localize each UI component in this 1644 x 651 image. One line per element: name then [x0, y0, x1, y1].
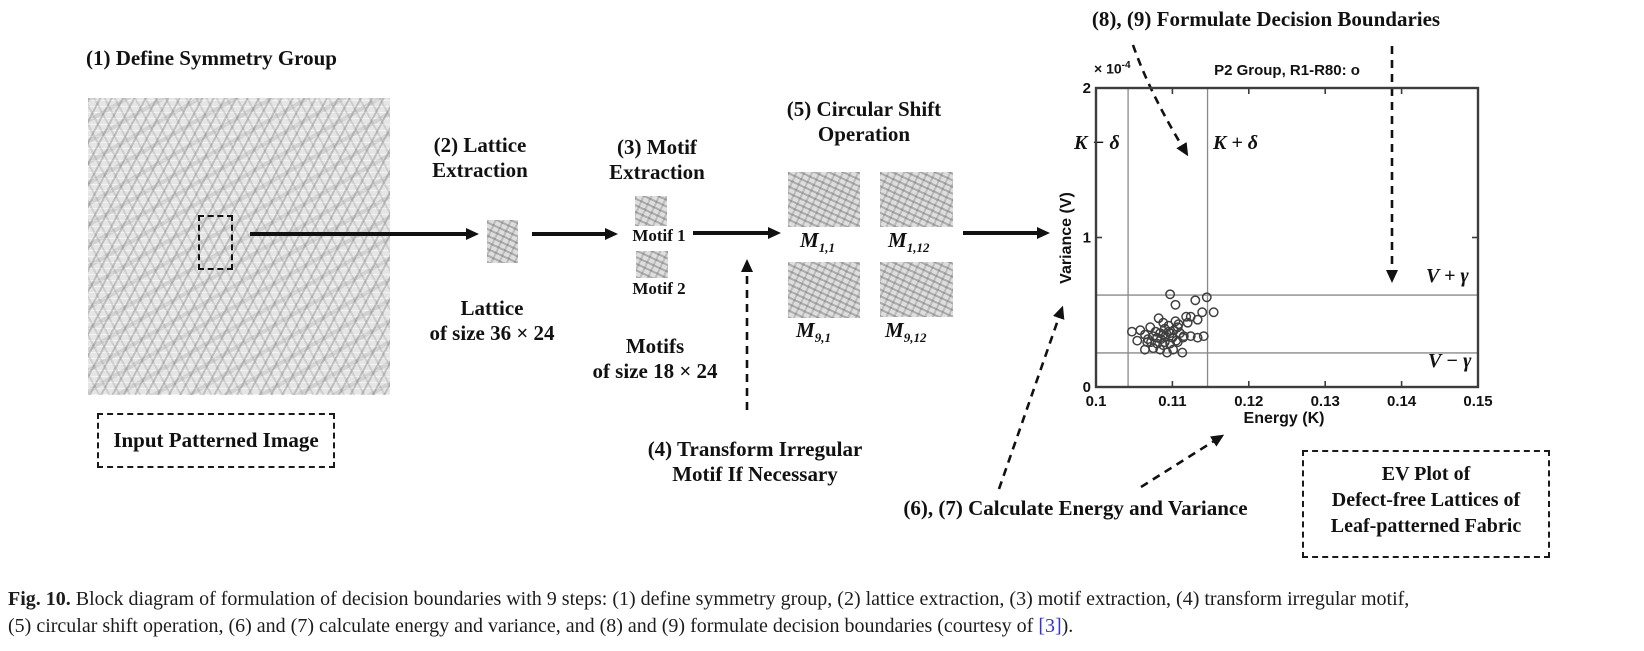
m-label-9-1: M9,1: [796, 318, 831, 346]
y-scale-label: × 10-4: [1094, 60, 1131, 77]
k-minus-delta-label: K − δ: [1074, 132, 1120, 154]
motifs-size-label: Motifs of size 18 × 24: [592, 334, 718, 383]
svg-text:0.11: 0.11: [1158, 393, 1186, 410]
input-patterned-image-box: Input Patterned Image: [97, 413, 335, 468]
step3-label: (3) Motif Extraction: [609, 135, 705, 184]
motif1-patch-image: [635, 196, 667, 226]
m-patch-9-12: [880, 262, 953, 317]
v-minus-gamma-label: V − γ: [1428, 350, 1472, 372]
svg-text:0.1: 0.1: [1086, 393, 1107, 410]
svg-text:2: 2: [1083, 80, 1091, 97]
selected-lattice-rect: [198, 215, 233, 270]
citation-ref-link[interactable]: [3]: [1038, 615, 1062, 637]
step4-label: (4) Transform Irregular Motif If Necessa…: [647, 437, 863, 486]
step89-label: (8), (9) Formulate Decision Boundaries: [1091, 7, 1441, 31]
m-patch-9-1: [788, 262, 860, 318]
dashed-arrow-step67-to-energy-axis: [1140, 434, 1225, 489]
step1-label: (1) Define Symmetry Group: [86, 46, 337, 70]
m-label-9-12: M9,12: [885, 318, 927, 346]
m-patch-1-12: [880, 172, 953, 227]
plot-title: P2 Group, R1-R80: o: [1214, 62, 1360, 79]
step2-label: (2) Lattice Extraction: [432, 133, 528, 182]
step67-label: (6), (7) Calculate Energy and Variance: [903, 496, 1248, 520]
svg-text:0.15: 0.15: [1463, 393, 1492, 410]
dashed-arrow-step89-to-kdelta: [1131, 44, 1189, 157]
ev-plot-box: EV Plot of Defect-free Lattices of Leaf-…: [1302, 450, 1550, 558]
dashed-arrow-step67-to-plot: [997, 305, 1065, 490]
m-patch-1-1: [788, 172, 860, 227]
y-axis-label: Variance (V): [1058, 192, 1075, 284]
x-axis-label: Energy (K): [1243, 410, 1325, 427]
caption-line-2: (5) circular shift operation, (6) and (7…: [8, 615, 1074, 637]
motif2-patch-image: [636, 251, 668, 278]
svg-text:0.12: 0.12: [1234, 393, 1263, 410]
step5-label: (5) Circular Shift Operation: [786, 97, 942, 146]
m-label-1-12: M1,12: [888, 228, 930, 256]
input-fabric-image: [88, 98, 390, 395]
svg-text:0: 0: [1083, 379, 1091, 396]
lattice-size-label: Lattice of size 36 × 24: [429, 296, 555, 345]
figure-caption: Fig. 10. Block diagram of formulation of…: [8, 586, 1640, 640]
k-plus-delta-label: K + δ: [1213, 132, 1258, 154]
input-box-label: Input Patterned Image: [113, 428, 319, 452]
svg-text:1: 1: [1083, 230, 1091, 247]
svg-text:0.13: 0.13: [1311, 393, 1340, 410]
caption-line-1: Fig. 10. Block diagram of formulation of…: [8, 588, 1410, 610]
motif1-label: Motif 1: [632, 226, 686, 245]
svg-text:0.14: 0.14: [1387, 393, 1417, 410]
motif2-label: Motif 2: [632, 279, 686, 298]
caption-fig-label: Fig. 10.: [8, 588, 71, 610]
lattice-patch-image: [487, 220, 518, 263]
m-label-1-1: M1,1: [800, 228, 835, 256]
v-plus-gamma-label: V + γ: [1426, 265, 1469, 287]
